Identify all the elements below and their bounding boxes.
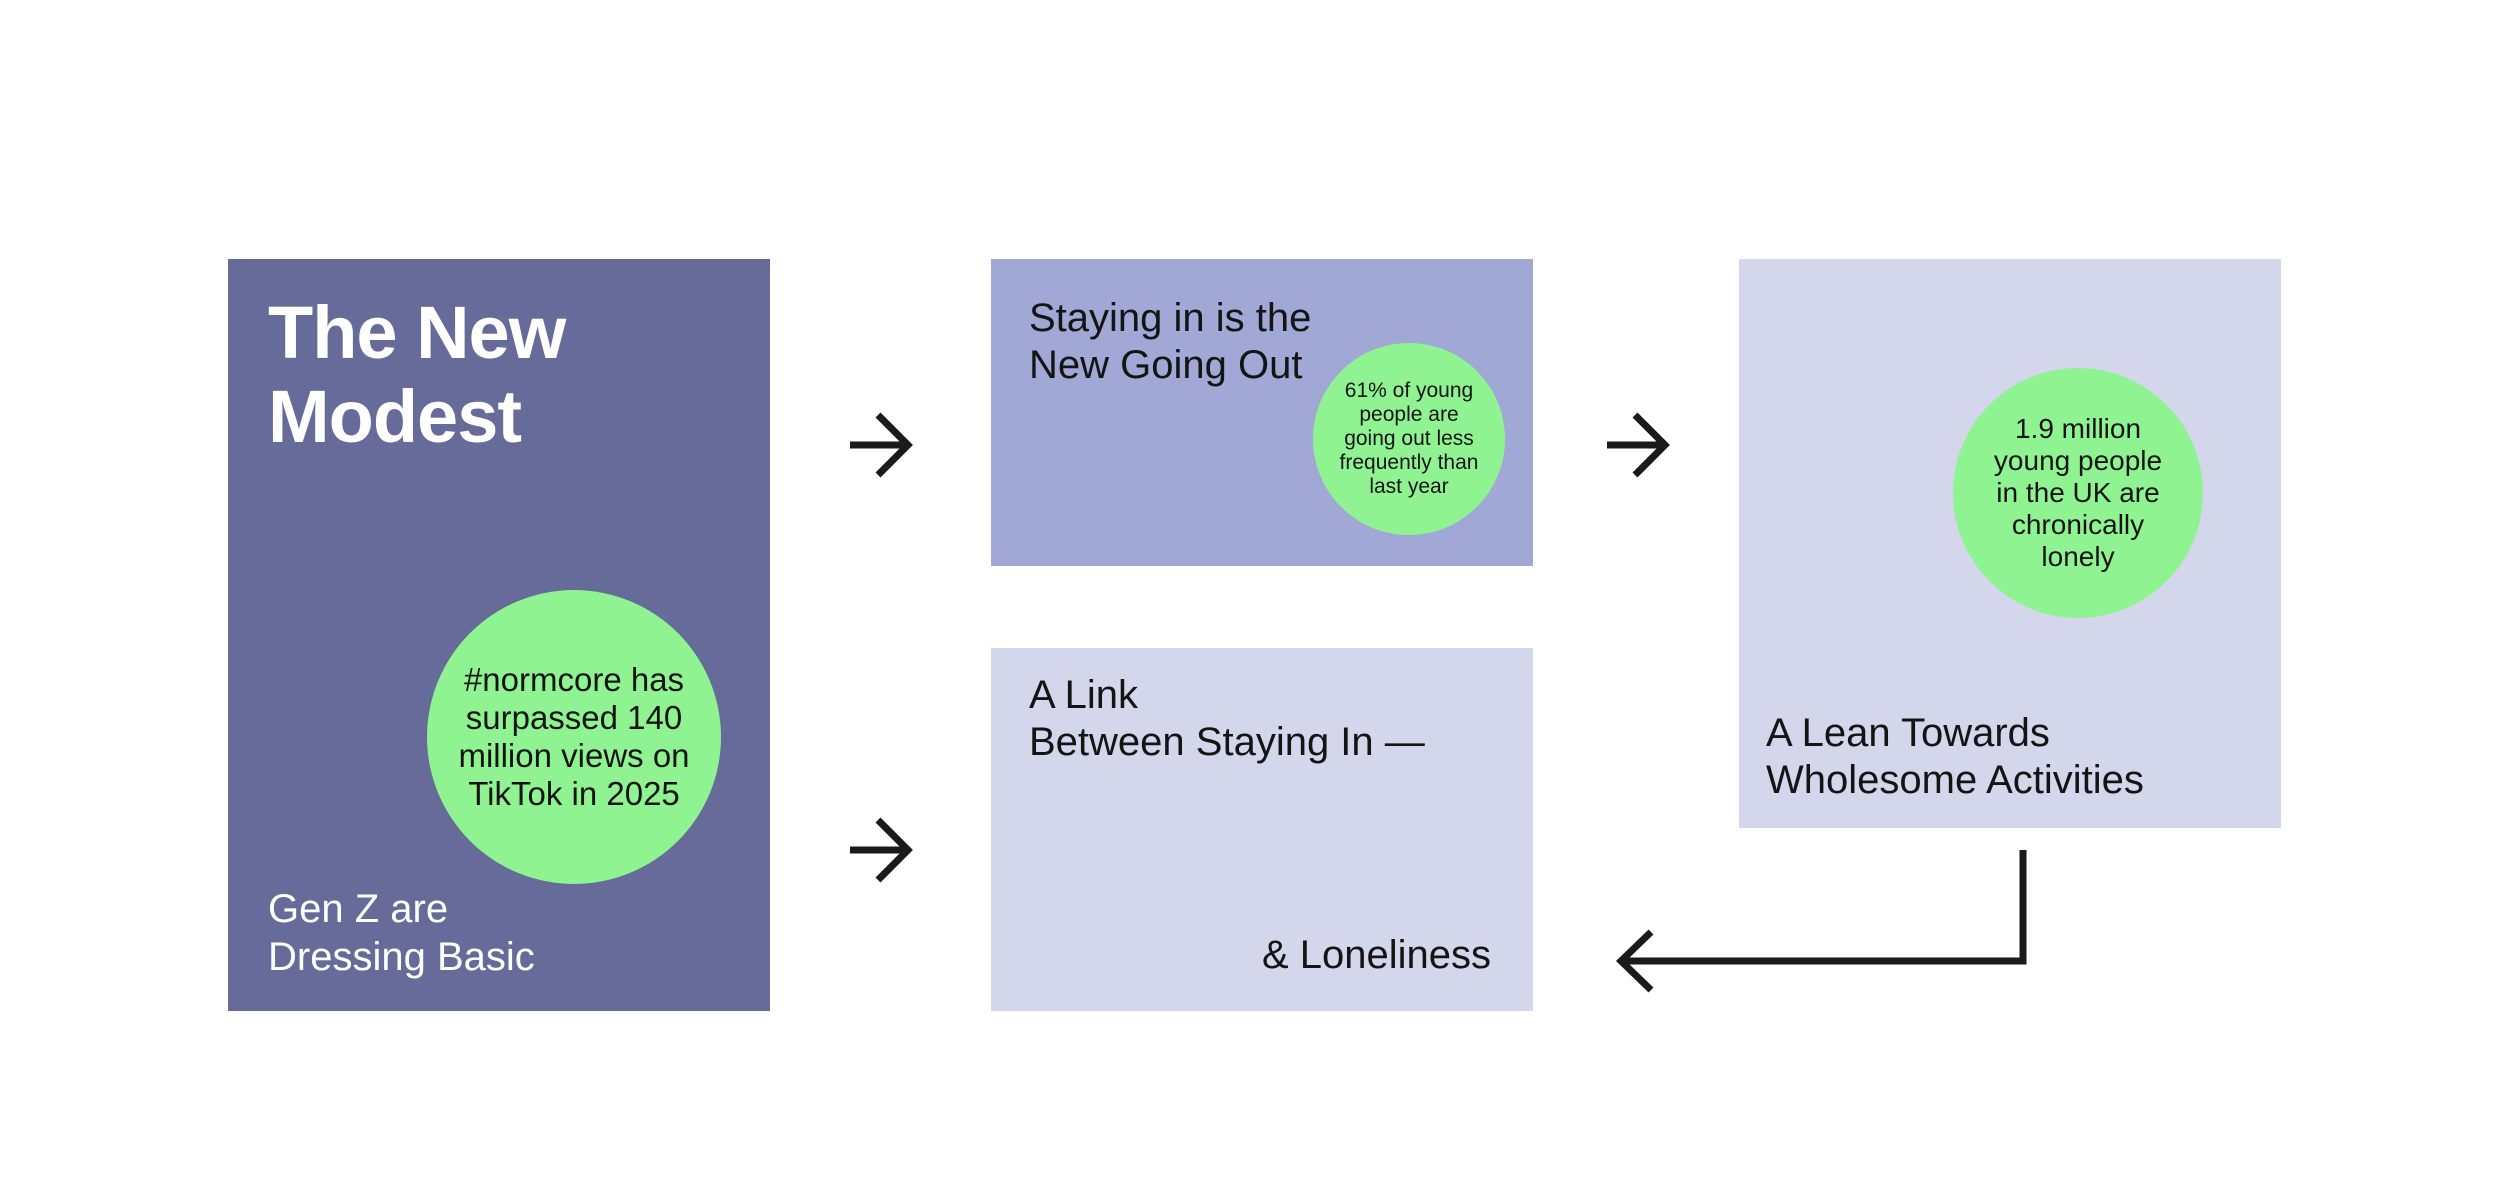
arrow-right-icon — [850, 817, 913, 883]
card-title: The New Modest — [268, 291, 566, 459]
card-title-line: The New — [268, 291, 566, 374]
stat-text: 1.9 million young people in the UK are c… — [1993, 413, 2163, 572]
arrow-right-icon — [850, 412, 913, 478]
card-subtitle-line: Dressing Basic — [268, 935, 535, 979]
elbow-arrow-left-icon — [1615, 850, 2027, 993]
card-heading-line: Staying in is the — [1029, 296, 1312, 340]
card-heading-line: Wholesome Activities — [1766, 758, 2144, 802]
stat-bubble-normcore: #normcore has surpassed 140 million view… — [427, 590, 721, 884]
card-link-loneliness: A Link Between Staying In — & Loneliness — [991, 648, 1533, 1011]
card-heading-line: A Lean Towards — [1766, 711, 2050, 755]
card-heading-line: New Going Out — [1029, 343, 1303, 387]
card-heading-tail: & Loneliness — [1261, 933, 1491, 977]
stat-text: 61% of young people are going out less f… — [1339, 379, 1479, 498]
card-heading-line: Between Staying In — — [1029, 720, 1425, 764]
card-subtitle: Gen Z are Dressing Basic — [268, 885, 535, 981]
stat-bubble-going-out: 61% of young people are going out less f… — [1313, 343, 1505, 535]
card-heading-line: A Link — [1029, 673, 1138, 717]
card-subtitle-line: Gen Z are — [268, 887, 449, 931]
arrow-right-icon — [1607, 412, 1670, 478]
card-heading: Staying in is the New Going Out — [1029, 295, 1311, 389]
stat-bubble-lonely: 1.9 million young people in the UK are c… — [1953, 368, 2203, 618]
card-heading: A Lean Towards Wholesome Activities — [1766, 710, 2144, 804]
card-title-line: Modest — [268, 375, 522, 458]
stat-text: #normcore has surpassed 140 million view… — [458, 661, 690, 812]
card-heading: A Link Between Staying In — — [1029, 672, 1425, 766]
